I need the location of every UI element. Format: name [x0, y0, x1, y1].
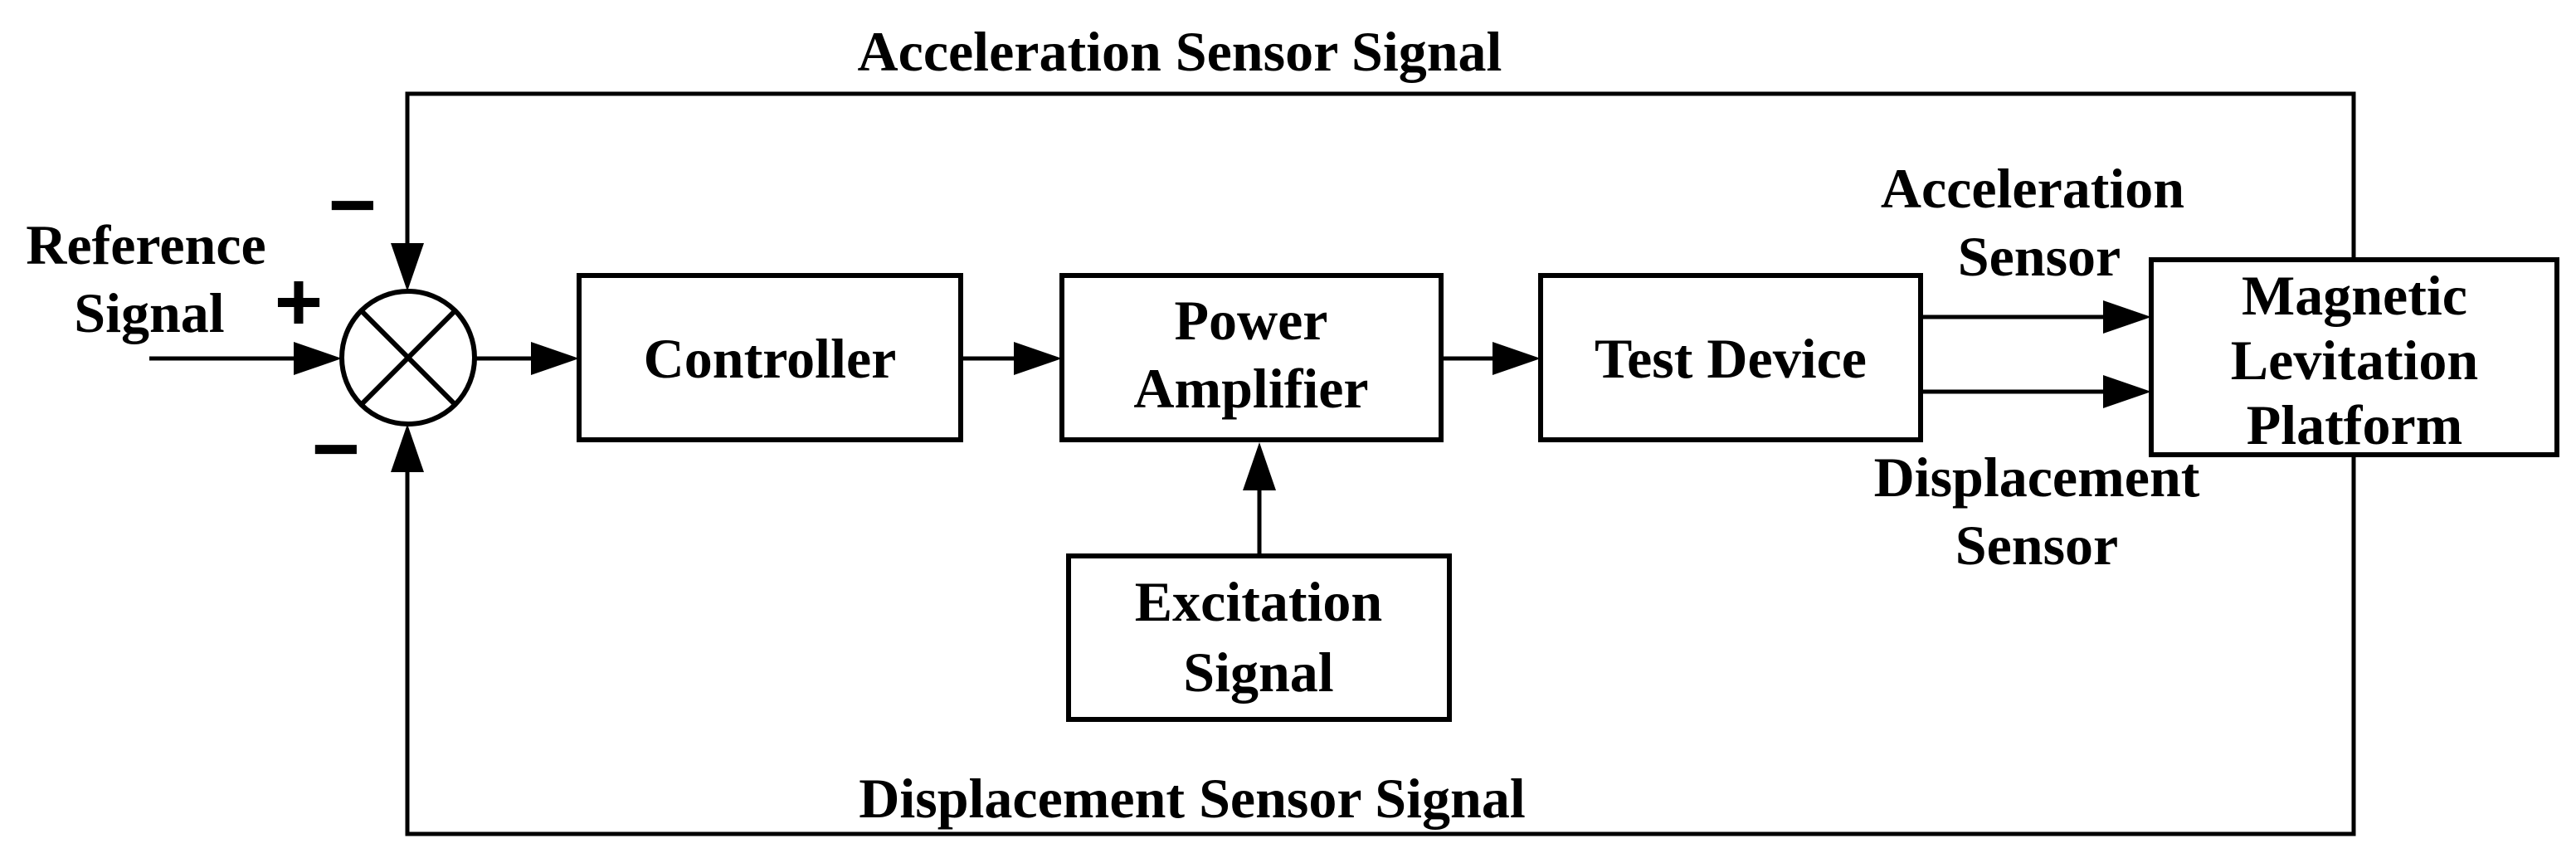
arrowhead-into-controller: [531, 342, 579, 375]
acceleration-feedback-line: [405, 91, 2356, 260]
displacement-feedback-line: [405, 455, 2356, 836]
power-amplifier-label-line2: Amplifier: [1133, 357, 1368, 420]
displacement-sensor-label-line2: Sensor: [1955, 514, 2118, 577]
arrowhead-into-summing-top: [391, 243, 424, 291]
arrowhead-reference-input: [294, 342, 342, 375]
controller-label: Controller: [644, 327, 897, 390]
arrowhead-into-test-device: [1493, 342, 1541, 375]
arrowhead-excitation-up: [1243, 442, 1276, 490]
displacement-sensor-label-line1: Displacement: [1874, 446, 2200, 509]
controller-block: [577, 273, 963, 442]
reference-signal-label-line1: Reference: [26, 213, 265, 276]
summing-junction-cross-line2: [358, 308, 458, 407]
power-amplifier-label-line1: Power: [1174, 289, 1327, 352]
displacement-sensor-signal-label: Displacement Sensor Signal: [859, 767, 1525, 830]
minus-sign-top: −: [329, 158, 377, 251]
arrowhead-into-power-amplifier: [1014, 342, 1062, 375]
excitation-signal-block: [1066, 553, 1452, 722]
magnetic-levitation-platform-block: [2149, 257, 2559, 457]
test-device-block: [1538, 273, 1923, 442]
arrowhead-into-summing-bottom: [391, 424, 424, 472]
arrowhead-into-platform-upper: [2103, 300, 2151, 334]
power-amplifier-block: [1059, 273, 1444, 442]
excitation-signal-label-line1: Excitation: [1135, 570, 1382, 633]
acceleration-sensor-label-line2: Sensor: [1958, 225, 2121, 288]
magnetic-levitation-platform-label-line2: Levitation: [2231, 329, 2478, 392]
reference-signal-label-line2: Signal: [74, 281, 224, 344]
magnetic-levitation-platform-label-line3: Platform: [2247, 393, 2463, 456]
plus-sign: +: [275, 256, 323, 349]
acceleration-sensor-label-line1: Acceleration: [1881, 157, 2184, 220]
excitation-signal-label-line2: Signal: [1183, 641, 1333, 704]
test-device-label: Test Device: [1595, 327, 1867, 390]
acceleration-sensor-signal-label: Acceleration Sensor Signal: [858, 20, 1502, 83]
magnetic-levitation-platform-label-line1: Magnetic: [2242, 264, 2467, 327]
arrowhead-into-platform-lower: [2103, 375, 2151, 408]
minus-sign-bottom: −: [312, 402, 360, 495]
